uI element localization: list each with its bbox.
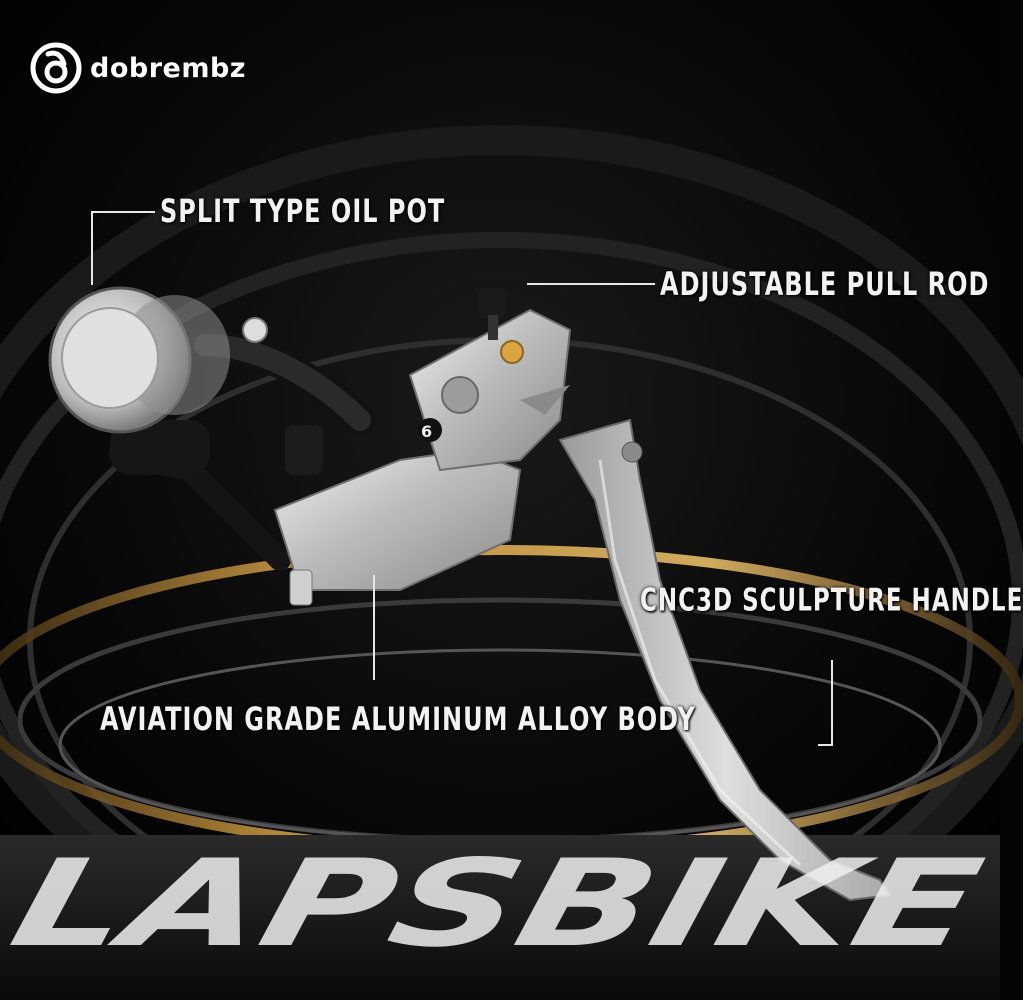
callout-oil-pot: SPLIT TYPE OIL POT [160, 192, 446, 230]
callout-pull-rod: ADJUSTABLE PULL ROD [660, 265, 990, 303]
brand-name: dobrembz [90, 52, 247, 84]
brand-logo: dobrembz [30, 42, 246, 94]
callout-body: AVIATION GRADE ALUMINUM ALLOY BODY [100, 700, 696, 738]
brake-lever-assembly: 6 [48, 286, 892, 902]
callout-leaders [91, 211, 833, 746]
watermark-text: LAPSBIKE [0, 834, 994, 974]
dobrembz-logo-icon [30, 42, 82, 94]
callout-handle: CNC3D SCULPTURE HANDLE [640, 583, 1023, 619]
svg-text:6: 6 [421, 422, 432, 441]
watermark: LAPSBIKE [0, 834, 994, 974]
